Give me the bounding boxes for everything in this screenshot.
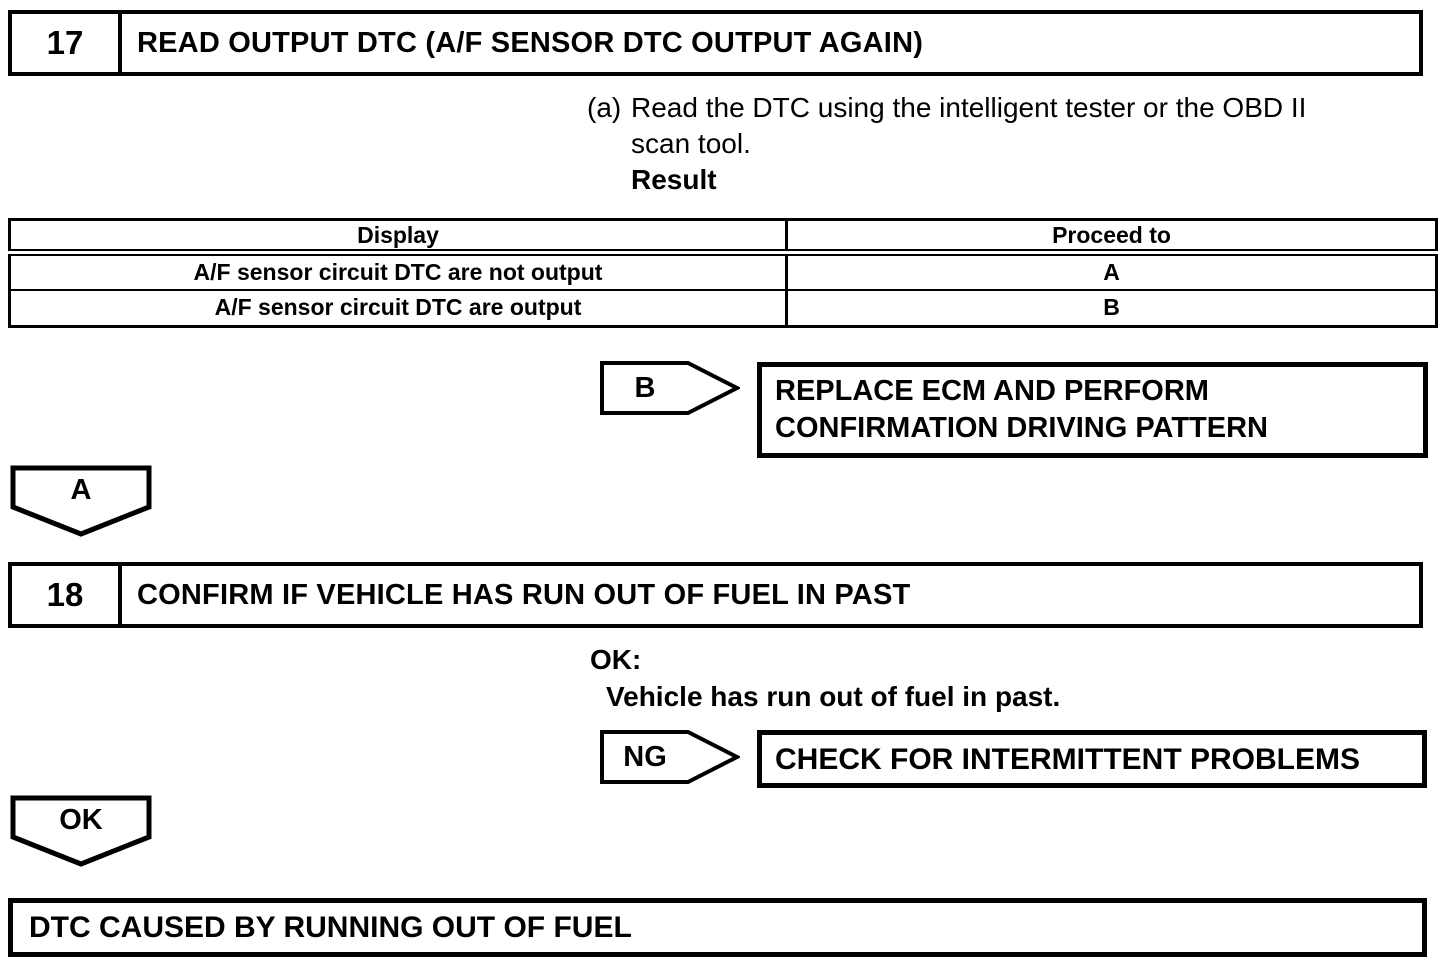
- ok-criteria-text: Vehicle has run out of fuel in past.: [606, 681, 1061, 712]
- instruction-block: (a) Read the DTC using the intelligent t…: [587, 90, 1306, 198]
- instruction-marker: (a): [587, 92, 622, 123]
- check-intermittent-action-box: CHECK FOR INTERMITTENT PROBLEMS: [757, 730, 1427, 788]
- step-18-header: 18 CONFIRM IF VEHICLE HAS RUN OUT OF FUE…: [8, 562, 1423, 628]
- column-header-proceed: Proceed to: [785, 219, 1437, 256]
- cell-display: A/F sensor circuit DTC are output: [9, 288, 787, 327]
- replace-ecm-action-box: REPLACE ECM AND PERFORM CONFIRMATION DRI…: [757, 362, 1428, 458]
- step-17-title: READ OUTPUT DTC (A/F SENSOR DTC OUTPUT A…: [137, 26, 924, 59]
- table-row: A/F sensor circuit DTC are output B: [9, 288, 1437, 327]
- table-row: A/F sensor circuit DTC are not output A: [10, 252, 1437, 290]
- right-arrow-icon: [600, 361, 740, 415]
- ok-criteria-block: OK: Vehicle has run out of fuel in past.: [590, 641, 1060, 715]
- connector-a-label: A: [70, 473, 92, 506]
- cell-proceed: B: [785, 288, 1437, 327]
- step-17-header: 17 READ OUTPUT DTC (A/F SENSOR DTC OUTPU…: [8, 10, 1423, 76]
- action-line-1: REPLACE ECM AND PERFORM: [775, 375, 1209, 407]
- instruction-text: Read the DTC using the intelligent teste…: [631, 90, 1306, 198]
- cell-display: A/F sensor circuit DTC are not output: [193, 258, 603, 285]
- step-18-number: 18: [12, 566, 122, 624]
- right-arrow-icon: [600, 730, 740, 784]
- instruction-line-1: Read the DTC using the intelligent teste…: [631, 92, 1307, 123]
- result-table: Display Proceed to A/F sensor circuit DT…: [8, 218, 1438, 328]
- branch-b-arrow: B: [600, 361, 740, 417]
- ok-criteria-label: OK:: [590, 644, 642, 675]
- connector-a: A: [10, 465, 152, 537]
- branch-b-label: B: [634, 371, 656, 404]
- connector-ok: OK: [10, 795, 152, 867]
- result-label: Result: [631, 164, 717, 195]
- action-line-1: CHECK FOR INTERMITTENT PROBLEMS: [775, 742, 1360, 776]
- result-table-header-row: Display Proceed to: [9, 219, 1437, 256]
- connector-ok-label: OK: [59, 803, 103, 836]
- step-17-number: 17: [12, 14, 122, 72]
- down-arrow-icon: [10, 795, 152, 867]
- instruction-line-2: scan tool.: [631, 128, 751, 159]
- branch-ng-arrow: NG: [600, 730, 740, 786]
- cell-proceed: A: [785, 252, 1437, 290]
- conclusion-text: DTC CAUSED BY RUNNING OUT OF FUEL: [29, 911, 632, 944]
- conclusion-box: DTC CAUSED BY RUNNING OUT OF FUEL: [8, 898, 1427, 957]
- branch-ng-label: NG: [623, 740, 667, 773]
- column-header-display: Display: [9, 219, 787, 256]
- step-18-title: CONFIRM IF VEHICLE HAS RUN OUT OF FUEL I…: [137, 578, 911, 611]
- down-arrow-icon: [10, 465, 152, 537]
- action-line-2: CONFIRMATION DRIVING PATTERN: [775, 412, 1268, 444]
